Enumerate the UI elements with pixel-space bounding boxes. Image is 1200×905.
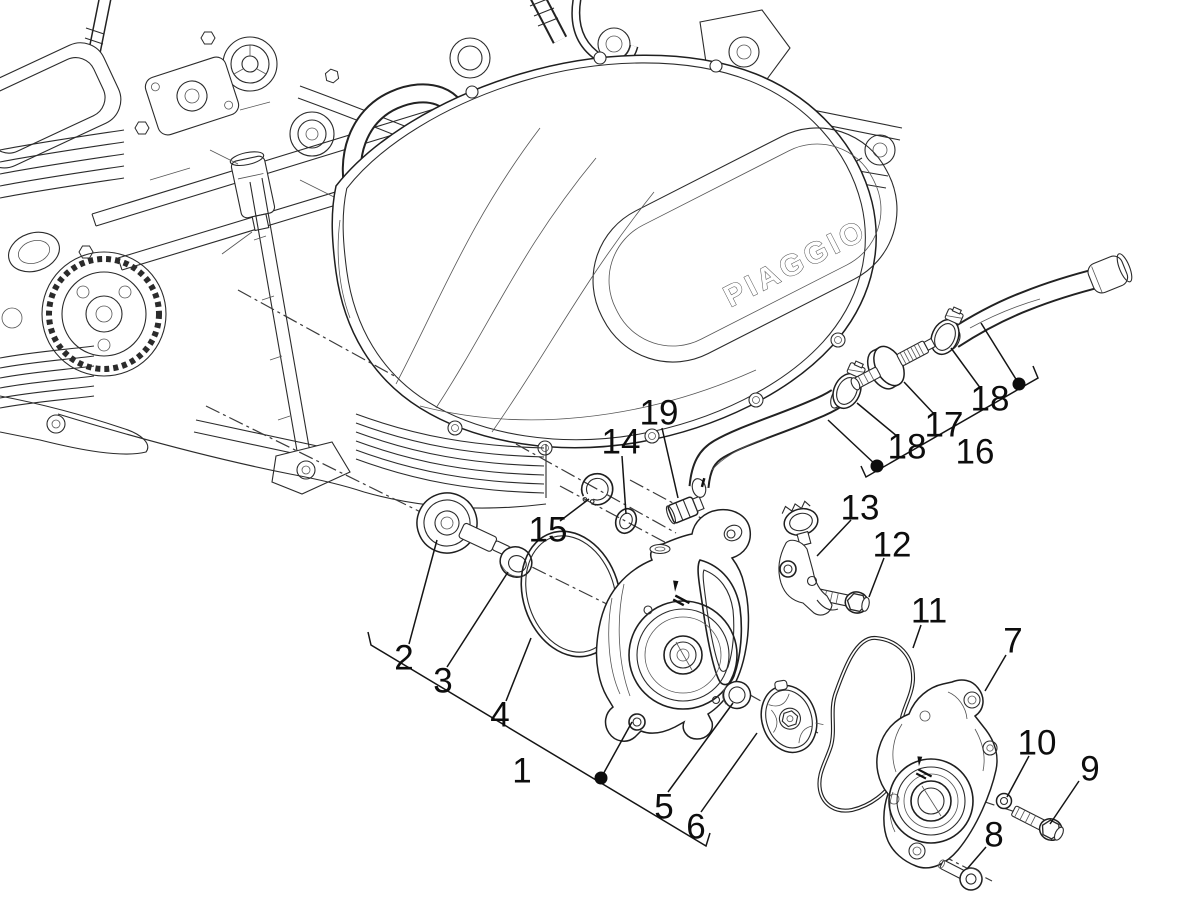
- callout-label-1: 1: [512, 752, 531, 791]
- callout-7-leader-line: [984, 654, 1007, 692]
- engine-mount-strut: [57, 177, 365, 495]
- callout-label-9: 9: [1080, 750, 1099, 789]
- callout-17-leader-line: [903, 381, 936, 416]
- engine-left-block: [0, 42, 167, 455]
- callout-16-index-dot: [1012, 377, 1026, 391]
- callout-6-leader-line: [700, 732, 758, 813]
- callout-label-13: 13: [841, 489, 880, 528]
- part-7-pump-cover: [876, 679, 998, 869]
- engine-line-art: PIAGGIO: [0, 0, 903, 509]
- cooling-fins: [355, 413, 547, 509]
- callout-label-16: 16: [956, 433, 995, 472]
- part-15-circlip: [580, 472, 614, 506]
- part-9-bolt: [1011, 805, 1064, 842]
- callout-label-18: 18: [888, 428, 927, 467]
- callout-14-leader-line: [621, 455, 627, 515]
- throttle-body: [144, 56, 240, 136]
- part-1-water-pump-body: [595, 508, 752, 742]
- callout-4-leader-line: [505, 637, 532, 702]
- callout-10-leader-line: [1006, 755, 1030, 798]
- part-17-fitting: [850, 337, 937, 391]
- callout-19-leader-line: [661, 427, 679, 499]
- callout-label-8: 8: [984, 816, 1003, 855]
- callout-15-leader-line: [559, 498, 590, 522]
- part-11-gasket: [817, 636, 916, 813]
- drive-gear: [41, 251, 167, 377]
- callout-label-15: 15: [529, 511, 568, 550]
- part-8-screw: [938, 859, 983, 891]
- part-14-seal-ring: [614, 507, 638, 535]
- callout-label-5: 5: [654, 788, 673, 827]
- callout-label-6: 6: [686, 808, 705, 847]
- callout-5-leader-line: [667, 702, 734, 793]
- callout-18-leader-line: [856, 402, 899, 438]
- sensor-canister: [229, 151, 276, 232]
- callout-16-leader-line: [980, 322, 1020, 385]
- callout-12-leader-line: [868, 557, 885, 598]
- cover-bolts: [447, 51, 846, 456]
- part-2-bearing: [416, 492, 513, 557]
- exploded-parts: [416, 253, 1133, 891]
- callout-18-leader-line: [950, 347, 982, 390]
- callout-11-leader-line: [912, 624, 922, 649]
- callout-1-bracket-line: [367, 631, 711, 848]
- part-16-hoses: [688, 253, 1133, 498]
- part-19-union: [665, 495, 705, 525]
- callout-label-4: 4: [490, 696, 509, 735]
- callout-13-leader-line: [816, 519, 852, 557]
- crankcase-cover: PIAGGIO: [331, 51, 898, 456]
- callout-label-18: 18: [971, 380, 1010, 419]
- callout-1-index-dot: [594, 771, 608, 785]
- callout-label-14: 14: [602, 423, 641, 462]
- part-4-o-ring: [520, 530, 622, 658]
- callout-3-leader-line: [446, 571, 509, 668]
- callout-2-leader-line: [408, 539, 438, 645]
- embossed-marking: [915, 756, 933, 780]
- callout-label-19: 19: [640, 394, 679, 433]
- callout-1-leader-line: [600, 721, 633, 779]
- callout-label-11: 11: [911, 592, 947, 631]
- callout-8-leader-line: [966, 846, 987, 870]
- callout-label-3: 3: [433, 662, 452, 701]
- part-6-impeller: [760, 679, 824, 754]
- cover-recess-panel: [592, 127, 898, 363]
- callout-label-12: 12: [873, 526, 912, 565]
- embossed-marking: [672, 580, 690, 607]
- callout-9-leader-line: [1049, 780, 1080, 825]
- callout-label-2: 2: [394, 639, 413, 678]
- part-10-washer: [995, 792, 1013, 810]
- callout-16-bracket-line: [860, 365, 1039, 479]
- callout-label-17: 17: [925, 406, 964, 445]
- callout-16-leader-line: [827, 419, 878, 467]
- callout-label-10: 10: [1018, 724, 1057, 763]
- callout-label-7: 7: [1003, 622, 1022, 661]
- part-13-bracket: [778, 500, 839, 616]
- part-5-spacer: [722, 680, 752, 710]
- callout-16-index-dot: [870, 459, 884, 473]
